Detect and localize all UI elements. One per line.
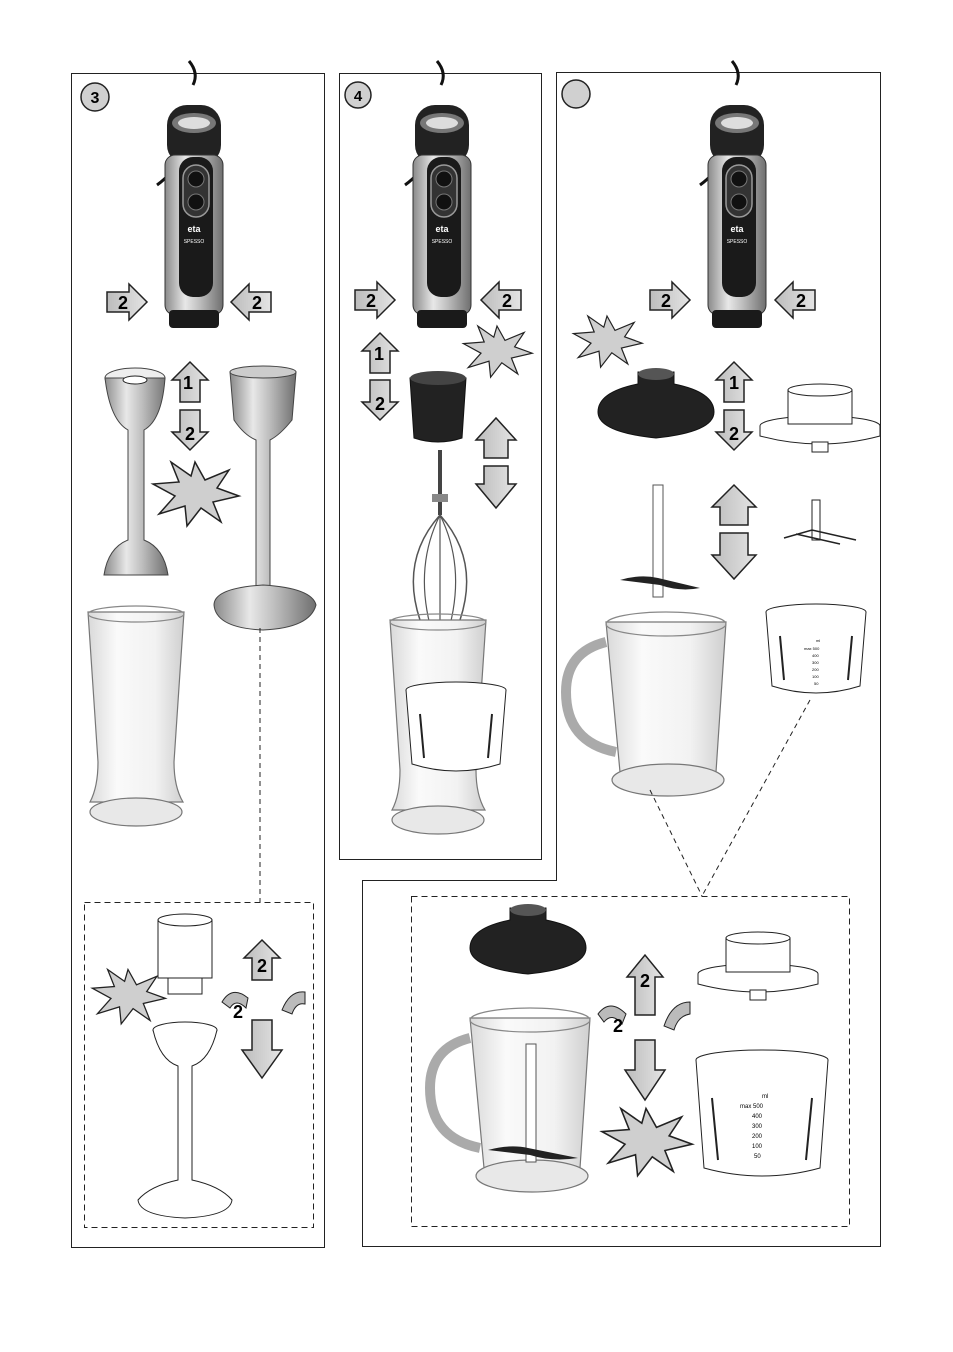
- jug-blade-assembly: [488, 1043, 578, 1163]
- arrow-label: 2: [366, 291, 376, 311]
- step-number-4: 4: [354, 88, 363, 105]
- arrow-label: 2: [661, 291, 671, 311]
- arrow-label: 1: [374, 344, 384, 364]
- chopper-bowl-line-art: ml max 500 400 300 200 100 50: [765, 603, 867, 694]
- masher-gear-detail: [137, 913, 233, 1219]
- scale-mark: max 500: [804, 646, 820, 651]
- hand-blender-motor: [698, 59, 768, 330]
- chopper-bowl-line-art-large: ml max 500 400 300 200 100 50: [695, 1049, 829, 1177]
- scale-mark: 200: [812, 667, 819, 672]
- potato-masher: [213, 365, 317, 631]
- arrow-label: 2: [375, 394, 385, 414]
- blade-line-art: [783, 499, 857, 545]
- scale-mark: 50: [814, 681, 819, 686]
- model-label: SPESSO: [727, 239, 748, 245]
- brand-logo-text: eta: [187, 224, 201, 234]
- brand-logo-text: eta: [435, 224, 449, 234]
- scale-mark: 200: [752, 1134, 763, 1140]
- arrow-label: 1: [729, 373, 739, 393]
- detail-box: [84, 902, 314, 1228]
- down-arrow-icon: [240, 1019, 284, 1080]
- up-down-arrow-icon: [474, 416, 518, 510]
- scale-unit: ml: [816, 638, 820, 643]
- chopper-jug: [430, 1008, 590, 1192]
- arrow-label: 2: [796, 291, 806, 311]
- detail-box: [411, 896, 850, 1227]
- model-label: SPESSO: [184, 239, 205, 245]
- arrow-label: 2: [257, 956, 267, 976]
- starburst-icon: [152, 461, 240, 527]
- chopper-lid: [469, 903, 587, 975]
- scale-mark: 100: [812, 674, 819, 679]
- scale-mark: 400: [812, 653, 819, 658]
- chopper-lid-line-art: [697, 931, 819, 1001]
- arrow-label: 2: [118, 293, 128, 313]
- chopper-blade: [620, 484, 700, 598]
- chopper-lid-line-art: [759, 383, 881, 453]
- blender-shaft: [103, 367, 169, 576]
- scale-mark: 300: [812, 660, 819, 665]
- scale-mark: 50: [754, 1154, 761, 1160]
- down-arrow-icon: [623, 1039, 667, 1102]
- hand-blender-motor: [403, 59, 473, 330]
- step-number-badge: [561, 79, 591, 109]
- rotate-arrow-icon: [281, 991, 306, 1015]
- arrow-label: 2: [729, 424, 739, 444]
- arrow-label: 2: [640, 971, 650, 991]
- hand-blender-motor: [155, 59, 225, 330]
- panel-3: 3 eta SPESSO 2 2 1 2: [71, 59, 325, 1248]
- rotate-arrow-icon: [597, 1005, 627, 1025]
- step-number-badge: [80, 82, 110, 112]
- scale-mark: 100: [752, 1144, 763, 1150]
- scale-mark: 400: [752, 1114, 763, 1120]
- scale-mark: 300: [752, 1124, 763, 1130]
- chopper-bowl-line-art: [405, 681, 507, 772]
- scale-mark: max 500: [740, 1104, 764, 1110]
- whisk-gearbox: [409, 371, 467, 443]
- chopper-jug: [566, 612, 726, 796]
- starburst-icon: [91, 968, 167, 1025]
- arrow-label: 2: [613, 1016, 623, 1036]
- starburst-icon: [601, 1107, 693, 1177]
- arrow-label: 2: [233, 1002, 243, 1022]
- up-down-arrow-icon: [710, 483, 758, 581]
- arrow-label: 1: [183, 373, 193, 393]
- whisk: [412, 450, 468, 631]
- brand-logo-text: eta: [730, 224, 744, 234]
- panel-4: 4 eta SPESSO 2 2 1 2: [339, 59, 542, 860]
- step-number-3: 3: [91, 90, 100, 107]
- arrow-label: 2: [502, 291, 512, 311]
- starburst-icon: [462, 325, 533, 378]
- measuring-beaker: [87, 605, 185, 827]
- arrow-label: 2: [252, 293, 262, 313]
- up-arrow-icon: [625, 953, 665, 1016]
- rotate-arrow-icon: [221, 991, 249, 1010]
- chopper-lid: [597, 367, 715, 439]
- step-number-badge: [344, 81, 372, 109]
- rotate-arrow-icon: [663, 1001, 691, 1031]
- scale-unit: ml: [762, 1094, 768, 1100]
- panel-5: eta SPESSO 2 2 1 2 ml max 500 400: [362, 59, 881, 1247]
- starburst-icon: [572, 315, 643, 368]
- arrow-label: 2: [185, 424, 195, 444]
- model-label: SPESSO: [432, 239, 453, 245]
